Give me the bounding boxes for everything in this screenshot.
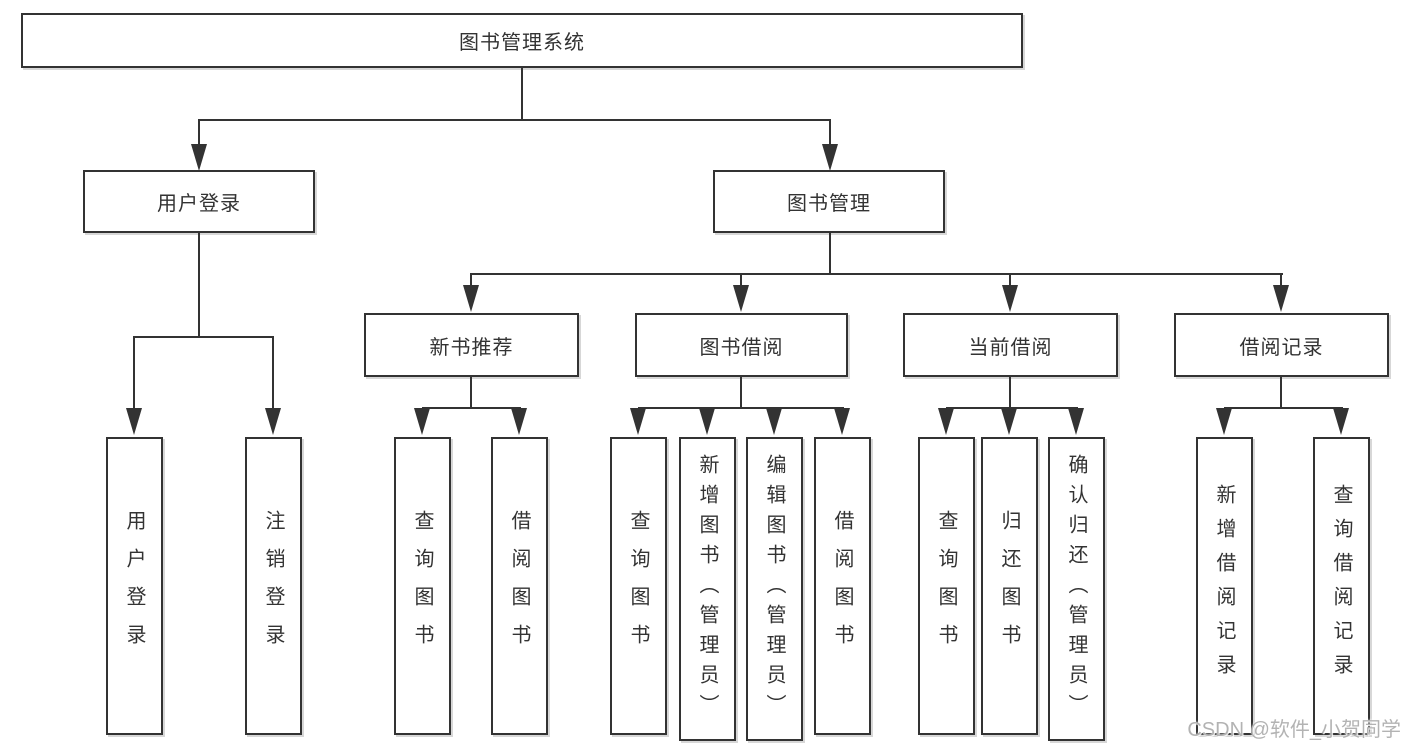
leaf-return-books-label: 归还图书 xyxy=(998,510,1020,662)
arrow-down-icon xyxy=(1333,408,1349,435)
node-book-borrowing: 图书借阅 xyxy=(635,313,848,377)
connector-login-leaf-drop xyxy=(133,336,135,409)
connector-level3-rail xyxy=(470,273,1283,275)
leaf-query-borrow-record-label: 查询借阅记录 xyxy=(1330,484,1352,688)
connector-borrow-records-rail xyxy=(1224,407,1343,409)
leaf-borrow-books-label: 借阅图书 xyxy=(831,510,853,662)
connector-new-books-stem xyxy=(470,377,472,408)
node-root: 图书管理系统 xyxy=(21,13,1023,68)
arrow-down-icon xyxy=(1068,408,1084,435)
arrow-down-icon xyxy=(126,408,142,435)
arrow-down-icon xyxy=(1002,285,1018,312)
leaf-edit-books-admin: 编辑图书（管理员） xyxy=(746,437,803,741)
node-user-login: 用户登录 xyxy=(83,170,315,233)
arrow-down-icon xyxy=(630,408,646,435)
node-book-management-label: 图书管理 xyxy=(787,193,871,215)
connector-current-borrow-drop xyxy=(1009,273,1011,287)
arrow-down-icon xyxy=(1001,408,1017,435)
leaf-query-books-borrowing: 查询图书 xyxy=(610,437,667,735)
leaf-edit-books-admin-label: 编辑图书（管理员） xyxy=(763,454,785,724)
arrow-down-icon xyxy=(822,144,838,171)
connector-user-login-stem xyxy=(198,233,200,337)
arrow-down-icon xyxy=(511,408,527,435)
arrow-down-icon xyxy=(733,285,749,312)
arrow-down-icon xyxy=(1273,285,1289,312)
leaf-query-books-borrowing-label: 查询图书 xyxy=(627,510,649,662)
node-borrowing-records: 借阅记录 xyxy=(1174,313,1389,377)
leaf-add-borrow-record: 新增借阅记录 xyxy=(1196,437,1253,735)
connector-book-borrow-drop xyxy=(740,273,742,287)
connector-root-stem xyxy=(521,68,523,120)
arrow-down-icon xyxy=(766,408,782,435)
leaf-user-login-label: 用户登录 xyxy=(123,510,145,662)
arrow-down-icon xyxy=(265,408,281,435)
arrow-down-icon xyxy=(1216,408,1232,435)
leaf-borrow-books-recommend-label: 借阅图书 xyxy=(508,510,530,662)
node-new-book-recommend-label: 新书推荐 xyxy=(429,336,514,359)
connector-user-login-rail xyxy=(133,336,274,338)
leaf-add-books-admin-label: 新增图书（管理员） xyxy=(696,454,718,724)
leaf-query-borrow-record: 查询借阅记录 xyxy=(1313,437,1370,735)
leaf-return-books: 归还图书 xyxy=(981,437,1038,735)
arrow-down-icon xyxy=(834,408,850,435)
arrow-down-icon xyxy=(414,408,430,435)
node-current-borrowing-label: 当前借阅 xyxy=(968,336,1053,359)
connector-book-borrow-stem xyxy=(740,377,742,408)
leaf-borrow-books-recommend: 借阅图书 xyxy=(491,437,548,735)
connector-borrow-records-drop xyxy=(1280,273,1282,287)
connector-book-borrow-rail xyxy=(638,407,844,409)
connector-new-books-drop xyxy=(470,273,472,287)
node-root-label: 图书管理系统 xyxy=(459,32,585,54)
leaf-query-books-current: 查询图书 xyxy=(918,437,975,735)
connector-book-mgmt-stem xyxy=(829,233,831,274)
node-new-book-recommend: 新书推荐 xyxy=(364,313,579,377)
connector-current-borrow-stem xyxy=(1009,377,1011,408)
leaf-add-books-admin: 新增图书（管理员） xyxy=(679,437,736,741)
connector-new-books-rail xyxy=(422,407,521,409)
node-book-borrowing-label: 图书借阅 xyxy=(699,336,784,359)
leaf-add-borrow-record-label: 新增借阅记录 xyxy=(1213,484,1235,688)
connector-logout-leaf-drop xyxy=(272,336,274,409)
arrow-down-icon xyxy=(191,144,207,171)
leaf-logout-label: 注销登录 xyxy=(262,510,284,662)
connector-user-login-drop xyxy=(198,119,200,146)
node-book-management: 图书管理 xyxy=(713,170,945,233)
leaf-confirm-return-admin-label: 确认归还（管理员） xyxy=(1065,454,1087,724)
watermark: CSDN @软件_小贺同学 xyxy=(1187,719,1401,741)
leaf-confirm-return-admin: 确认归还（管理员） xyxy=(1048,437,1105,741)
leaf-user-login: 用户登录 xyxy=(106,437,163,735)
leaf-query-books-recommend-label: 查询图书 xyxy=(411,510,433,662)
arrow-down-icon xyxy=(463,285,479,312)
node-user-login-label: 用户登录 xyxy=(157,193,241,215)
connector-book-mgmt-drop xyxy=(829,119,831,146)
connector-level2-rail xyxy=(198,119,831,121)
leaf-borrow-books: 借阅图书 xyxy=(814,437,871,735)
arrow-down-icon xyxy=(938,408,954,435)
connector-borrow-records-stem xyxy=(1280,377,1282,408)
leaf-query-books-recommend: 查询图书 xyxy=(394,437,451,735)
node-current-borrowing: 当前借阅 xyxy=(903,313,1118,377)
leaf-query-books-current-label: 查询图书 xyxy=(935,510,957,662)
node-borrowing-records-label: 借阅记录 xyxy=(1239,336,1324,359)
arrow-down-icon xyxy=(699,408,715,435)
leaf-logout: 注销登录 xyxy=(245,437,302,735)
